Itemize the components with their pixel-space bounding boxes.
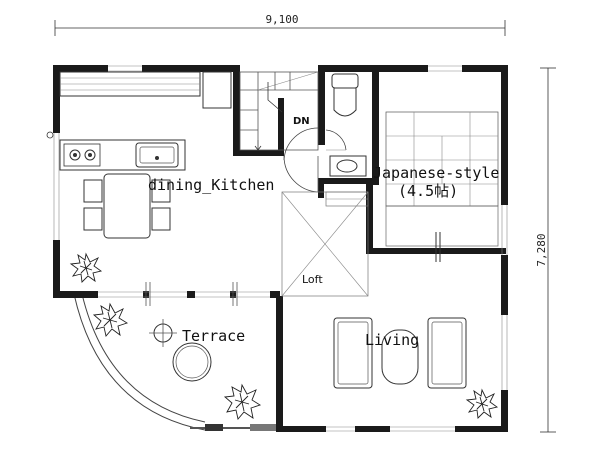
kitchen-island xyxy=(59,139,186,171)
room-label-japanese-style: Japanese-style xyxy=(373,164,499,182)
terrace-curved-wall xyxy=(73,293,278,431)
wall-outlet-icon xyxy=(46,131,54,139)
room-label-living: Living xyxy=(365,331,419,349)
room-label-loft: Loft xyxy=(302,273,323,286)
room-label-terrace: Terrace xyxy=(182,327,245,345)
living-sofa-left xyxy=(333,317,373,389)
dimension-lines xyxy=(54,20,556,433)
sink-icon xyxy=(135,142,179,168)
dimension-height: 7,280 xyxy=(535,233,548,266)
windows xyxy=(53,65,508,432)
stove-burner-icon xyxy=(84,149,96,161)
entry-door-swing xyxy=(283,127,319,193)
stairs-direction-label: DN xyxy=(293,116,310,127)
plant-icon xyxy=(223,383,262,420)
living-sofa-right xyxy=(427,317,467,389)
stove-burner-icon xyxy=(69,149,81,161)
washbasin xyxy=(329,155,367,177)
terrace-chair xyxy=(149,319,177,347)
room-label-japanese-size: (4.5帖) xyxy=(398,182,458,200)
toilet xyxy=(325,73,359,151)
room-label-dining-kitchen: dining_Kitchen xyxy=(148,176,274,194)
kitchen-back-counter xyxy=(59,71,232,109)
living-coffee-table xyxy=(381,329,419,385)
walls xyxy=(53,65,508,432)
plant-icon xyxy=(92,302,129,337)
dimension-width: 9,100 xyxy=(265,13,298,26)
loft-void xyxy=(281,191,369,297)
staircase xyxy=(239,71,319,151)
terrace-table xyxy=(172,342,212,382)
plant-icon xyxy=(465,388,499,419)
dining-table xyxy=(83,173,171,239)
tatami-mats xyxy=(385,111,499,262)
plant-icon xyxy=(69,252,103,283)
